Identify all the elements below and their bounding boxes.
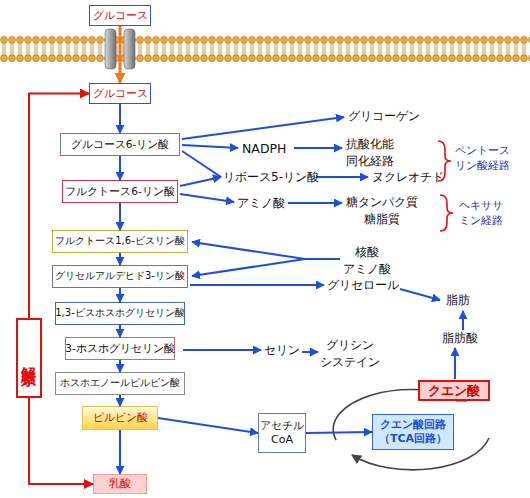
node-text: ピルビン酸 (93, 411, 148, 425)
metabolite-box: グルコース (89, 5, 151, 26)
product-text: ヌクレオチド (372, 169, 444, 186)
branch-arrow (180, 177, 221, 186)
branch-arrow (454, 348, 456, 379)
flow-arrow (29, 94, 89, 319)
transporter-protein (105, 29, 116, 69)
product-text: 脂肪酸 (442, 330, 478, 347)
metabolite-box: フルクトース1,6-ビスリン酸 (52, 230, 188, 253)
branch-arrow (462, 311, 464, 330)
node-text: 1,3-ビスホスホグリセリン酸 (55, 307, 185, 320)
branch-arrow (182, 145, 238, 148)
branch-arrow (400, 289, 440, 300)
product-text: 核酸 アミノ酸 (343, 244, 391, 278)
product-text: 脂肪 (446, 292, 470, 309)
flow-arrow (119, 156, 121, 180)
transporter-protein (124, 29, 135, 69)
intermediate-text: リボース5-リン酸 (223, 169, 319, 186)
node-text: フルクトース6-リン酸 (65, 185, 174, 198)
metabolite-box: ホスホエノールピルビン酸 (55, 372, 185, 395)
branch-arrow (190, 284, 324, 286)
node-text: アセチル CoA (260, 419, 304, 447)
flow-arrow (119, 360, 121, 372)
product-text: グリセロール (327, 277, 399, 294)
node-text: クエン酸回路 （TCA回路） (379, 418, 447, 446)
flow-arrow (119, 104, 121, 133)
branch-arrow (288, 202, 342, 204)
node-text: ホスホエノールピルビン酸 (60, 377, 180, 390)
pathway-bracket (440, 195, 453, 231)
product-text: 抗酸化能 同化経路 (346, 136, 394, 170)
flow-arrow (119, 253, 121, 265)
flow-arrow (306, 432, 372, 433)
branch-arrow (183, 349, 261, 351)
branch-arrow (305, 258, 340, 260)
node-text: 解糖系 (20, 354, 39, 363)
node-text: グルコース (93, 9, 148, 23)
branch-arrow (192, 242, 305, 259)
branch-arrow (302, 351, 318, 353)
flow-arrow (158, 418, 258, 433)
branch-arrow (182, 151, 221, 177)
pathway-name: ヘキササ ミン経路 (459, 198, 503, 229)
pathway-name: ペントース リン酸経路 (455, 143, 510, 174)
pathway-name-box: 解糖系 (16, 318, 42, 398)
node-text: クエン酸 (428, 383, 480, 399)
branch-arrow (192, 259, 305, 276)
metabolite-box: ピルビン酸 (82, 406, 158, 430)
metabolite-box: グルコース6-リン酸 (60, 133, 180, 156)
flow-arrow (119, 430, 121, 474)
metabolite-box: グリセルアルデヒド3-リン酸 (52, 265, 188, 288)
branch-arrow (294, 147, 342, 149)
cell-membrane (0, 36, 530, 62)
flow-arrow (29, 398, 93, 484)
branch-arrow (316, 176, 368, 178)
node-text: 乳酸 (109, 477, 131, 491)
node-text: フルクトース1,6-ビスリン酸 (55, 235, 185, 248)
node-text: グリセルアルデヒド3-リン酸 (55, 270, 185, 283)
cycle-box: クエン酸回路 （TCA回路） (372, 414, 454, 450)
product-text: グリコーゲン (348, 108, 420, 125)
flow-arrow (119, 395, 121, 406)
metabolite-box: 1,3-ビスホスホグリセリン酸 (55, 302, 185, 325)
flow-arrow (119, 203, 121, 230)
flow-arrow (119, 26, 122, 83)
metabolite-box: クエン酸 (418, 380, 490, 401)
metabolite-box: 乳酸 (93, 474, 147, 494)
branch-arrow (180, 194, 234, 202)
metabolite-box: グルコース (89, 83, 151, 104)
flow-arrow (119, 325, 121, 337)
intermediate-text: セリン (264, 342, 300, 359)
metabolite-box: 3-ホスホグリセリン酸 (65, 337, 175, 360)
node-text: グルコース (93, 87, 148, 101)
product-text: 糖タンパク質 糖脂質 (346, 194, 418, 228)
node-text: グルコース6-リン酸 (71, 138, 169, 151)
metabolite-box: アセチル CoA (258, 413, 306, 453)
node-text: 3-ホスホグリセリン酸 (65, 342, 174, 355)
metabolite-box: フルクトース6-リン酸 (62, 180, 178, 203)
cofactor-text: NADPH (242, 140, 286, 158)
intermediate-text: アミノ酸 (237, 195, 285, 212)
branch-arrow (182, 117, 344, 139)
product-text: グリシン システイン (320, 337, 380, 371)
flow-arrow (119, 288, 121, 302)
